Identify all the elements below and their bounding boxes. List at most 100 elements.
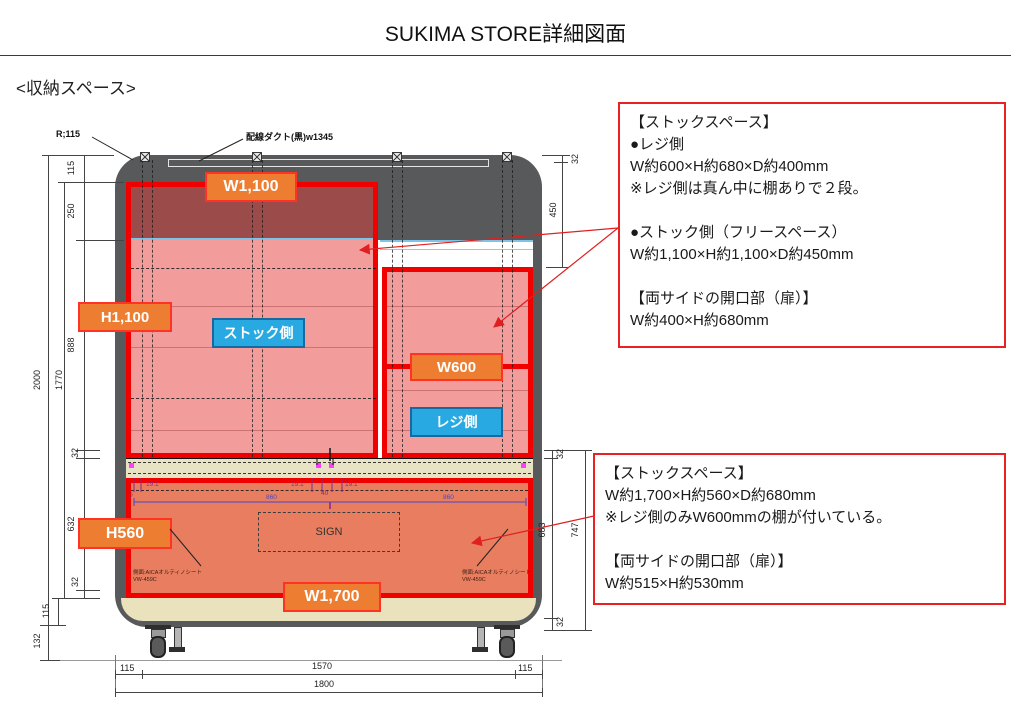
annotation-line: W約400×H約680mm [630, 312, 769, 329]
dim-tick [542, 155, 570, 156]
dim-tick [52, 598, 100, 599]
fixing-mark [316, 463, 321, 468]
dim-32-right-bottom: 32 [555, 617, 565, 628]
dim-747: 747 [570, 522, 580, 538]
dim-1800: 1800 [314, 679, 335, 689]
dim-tick [40, 625, 66, 626]
annotation-line: 【両サイドの開口部（扉）】 [605, 553, 793, 570]
dim-888: 888 [66, 337, 76, 353]
dim-tick [115, 670, 116, 679]
dim-tick [544, 618, 558, 619]
dim-tick [546, 267, 568, 268]
dim-tick [542, 670, 543, 679]
dim-450: 450 [548, 202, 558, 218]
r115-leader-line [91, 136, 134, 161]
shelf-line [387, 306, 529, 307]
dim-tick [544, 458, 558, 459]
dim-860-right: 860 [443, 494, 454, 501]
label-register-side: レジ側 [410, 407, 503, 437]
label-w1700: W1,700 [283, 582, 381, 612]
sign-placeholder-box: SIGN [258, 512, 400, 552]
frame-post-line [392, 160, 393, 457]
dim-115-base-left: 115 [120, 663, 135, 673]
dim-tick [554, 162, 568, 163]
dim-tick [76, 240, 124, 241]
wiring-duct-label: 配線ダクト(黒)w1345 [246, 132, 334, 142]
dim-tick [76, 458, 100, 459]
frame-post-line [512, 160, 513, 457]
dim-19-1-center-left: 19.1 [291, 481, 304, 488]
dim-132: 132 [32, 633, 42, 649]
dim-line [585, 450, 586, 630]
annotation-line: 【ストックスペース】 [605, 465, 753, 482]
dim-32-right-mid: 32 [555, 449, 565, 460]
dim-line [58, 598, 59, 625]
dim-tick [42, 155, 114, 156]
dim-tick [58, 182, 124, 183]
dim-2000: 2000 [32, 369, 42, 391]
caster-plate [145, 625, 171, 629]
dim-line [84, 155, 85, 598]
dim-115-top: 115 [66, 160, 76, 176]
shelf-line-dashed [131, 268, 376, 269]
dim-32-right-top: 32 [570, 154, 580, 165]
middle-divider [126, 458, 533, 478]
annotation-line: W約1,100×H約1,100×D約450mm [630, 246, 854, 263]
shelf-line [131, 430, 376, 431]
label-stock-side: ストック側 [212, 318, 305, 348]
shelf-line [387, 390, 529, 391]
dim-line [48, 155, 49, 660]
dim-tick [40, 660, 60, 661]
dim-1770: 1770 [54, 369, 64, 391]
frame-post-line [252, 160, 253, 457]
annotation-box-stock-lower: 【ストックスペース】 W約1,700×H約560×D約680mm ※レジ側のみW… [593, 453, 1006, 605]
dim-tick [76, 450, 100, 451]
annotation-line [630, 200, 994, 222]
dim-1570: 1570 [312, 661, 333, 671]
section-heading: <収納スペース> [16, 79, 136, 98]
dim-line [64, 182, 65, 598]
label-h560: H560 [78, 518, 172, 549]
annotation-line [605, 529, 994, 551]
dim-0: 0 [129, 492, 133, 499]
corner-radius-label: R;115 [56, 129, 81, 139]
caster-wheel [150, 636, 166, 658]
frame-post-line [402, 160, 403, 457]
annotation-line: 【両サイドの開口部（扉）】 [630, 290, 818, 307]
annotation-line: ※レジ側のみW600mmの棚が付いている。 [605, 509, 892, 526]
dim-250: 250 [66, 203, 76, 219]
fixing-mark [129, 463, 134, 468]
annotation-line: ※レジ側は真ん中に棚ありで２段。 [630, 180, 868, 197]
dim-860-left: 860 [266, 494, 277, 501]
dim-115-base-right: 115 [518, 663, 533, 673]
label-w600: W600 [410, 353, 503, 381]
annotation-line [630, 266, 994, 288]
leveling-foot-stem [174, 627, 182, 649]
shelf-line [131, 306, 376, 307]
dim-tick [544, 450, 592, 451]
dim-line [115, 692, 542, 693]
divider-dashed-line [128, 462, 531, 463]
side-note-line2: VW-459C [462, 577, 486, 583]
dim-line [552, 450, 553, 630]
dim-tick [142, 670, 143, 679]
page-title: SUKIMA STORE詳細図面 [384, 23, 627, 46]
dim-tick [544, 630, 592, 631]
leveling-foot-base [472, 647, 488, 652]
annotation-line: ●ストック側（フリースペース） [630, 224, 847, 241]
dim-line [562, 155, 563, 267]
annotation-line: 【ストックスペース】 [630, 114, 778, 131]
fixing-mark [521, 463, 526, 468]
caster-wheel [499, 636, 515, 658]
sign-label: SIGN [315, 526, 343, 538]
dim-632: 632 [66, 516, 76, 532]
ground-line [58, 660, 562, 661]
fixing-mark [329, 463, 334, 468]
dim-19-1-center-right: 19.1 [345, 481, 358, 488]
side-note-line1: 側面:AICAオルティノシート [462, 570, 532, 576]
dim-tick [76, 590, 100, 591]
dim-40: 40 [321, 490, 329, 497]
dim-19-1-left: 19.1 [146, 481, 159, 488]
dim-tick [515, 670, 516, 679]
shelf-line-dashed [131, 398, 376, 399]
